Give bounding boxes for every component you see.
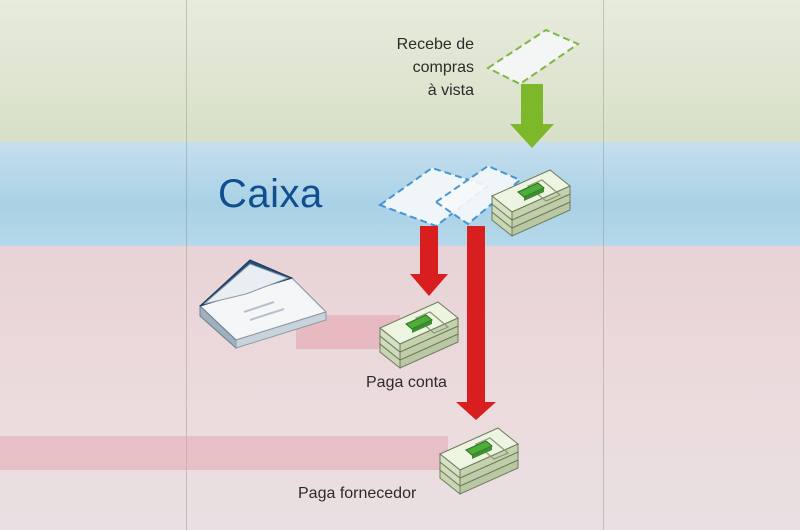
inflow-band [0,0,800,142]
outflow-arrow-conta-head [410,274,448,296]
receipt-card-green [485,28,581,86]
paga-fornecedor-label: Paga fornecedor [298,485,417,502]
outflow-arrow-conta [420,226,438,276]
flow-band-fornecedor [0,436,448,470]
recebe-label-line: Recebe de [396,36,474,53]
inflow-arrow-head [510,124,554,148]
grid-line [603,0,604,530]
money-stack-icon [439,427,519,495]
outflow-arrow-fornecedor-head [456,402,496,420]
outflow-band [0,246,800,530]
outflow-arrow-fornecedor [467,226,485,404]
grid-line [186,0,187,530]
caixa-title: Caixa [218,172,323,216]
recebe-label-line: à vista [427,82,474,99]
cash-card-2 [434,164,522,226]
money-stack-icon [379,301,459,369]
recebe-label-line: compras [412,59,474,76]
inflow-arrow [521,84,543,126]
recebe-label: Recebe de compras à vista [382,33,474,102]
paga-conta-label: Paga conta [366,374,447,391]
